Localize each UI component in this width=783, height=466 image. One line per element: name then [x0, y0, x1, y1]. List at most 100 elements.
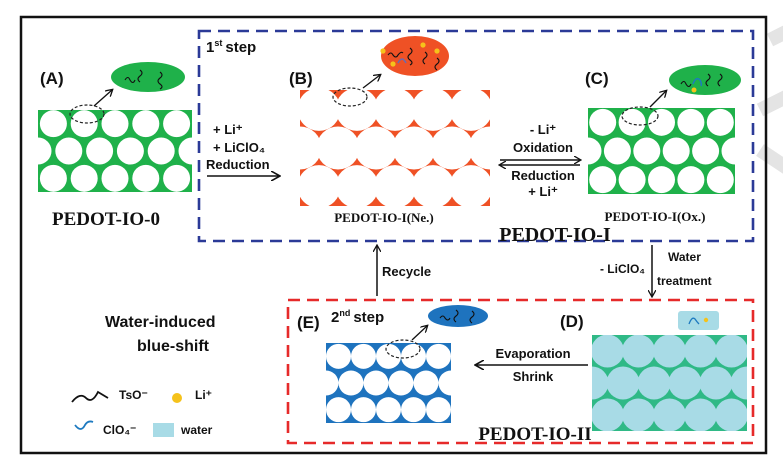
- pore: [300, 165, 341, 206]
- pore: [335, 165, 379, 206]
- pore: [300, 99, 303, 120]
- step1-box: [197, 29, 755, 243]
- li-dot-icon: [172, 393, 182, 403]
- panel-label-B: (B): [289, 69, 313, 88]
- pore: [0, 138, 21, 165]
- pore: [301, 397, 326, 422]
- pore: [411, 90, 455, 131]
- pore: [706, 108, 734, 136]
- pore: [684, 398, 717, 431]
- film-pedot-io-0: [0, 110, 192, 192]
- pore: [589, 166, 617, 194]
- arrow-a-to-b-line2: + LiClO₄: [213, 140, 265, 155]
- arrow-c-to-d-left: - LiClO₄: [600, 262, 645, 276]
- arrow-bc-top2: Oxidation: [513, 140, 573, 155]
- pore: [588, 137, 602, 165]
- pore: [438, 370, 451, 396]
- pore: [715, 335, 747, 368]
- pore: [373, 90, 417, 131]
- pore: [706, 166, 734, 194]
- pore: [699, 366, 733, 400]
- pore: [426, 397, 451, 423]
- pore: [633, 137, 661, 165]
- panel-label-A: (A): [40, 69, 64, 88]
- pore: [326, 370, 339, 396]
- zoom-arrow-E: [411, 326, 427, 341]
- panel-label-D: (D): [560, 312, 584, 331]
- pore: [301, 344, 326, 369]
- pore: [351, 397, 376, 423]
- pore: [487, 99, 490, 120]
- arrow-c-to-d-right1: Water: [668, 250, 701, 264]
- pore: [326, 397, 351, 423]
- pore: [354, 126, 398, 170]
- film-pedot-io-ii-water: [592, 335, 747, 431]
- pore: [451, 397, 476, 422]
- pore: [653, 398, 686, 431]
- bubble-A: [111, 62, 185, 92]
- bubble-B: [380, 36, 449, 76]
- pore: [692, 137, 720, 165]
- panel-label-C: (C): [585, 69, 609, 88]
- pore: [648, 166, 675, 194]
- pore: [618, 166, 646, 194]
- pore: [746, 345, 747, 357]
- pore: [589, 108, 617, 136]
- pore: [637, 366, 671, 400]
- zoom-ring-B: [332, 87, 368, 107]
- pore: [9, 165, 36, 192]
- pore: [603, 137, 631, 165]
- arrow-c-to-d-right2: treatment: [657, 274, 712, 288]
- pore: [326, 343, 351, 369]
- step2-box: [286, 298, 755, 445]
- pore: [338, 370, 364, 396]
- arrow-a-to-b-line1: + Li⁺: [213, 122, 243, 137]
- pore: [373, 165, 417, 206]
- pore: [70, 110, 98, 138]
- legend-label-clo4: ClO₄⁻: [103, 423, 136, 437]
- pore: [70, 164, 98, 192]
- pore: [335, 90, 379, 131]
- pore: [39, 110, 67, 138]
- pore: [86, 137, 114, 165]
- pore: [715, 398, 747, 431]
- pore: [487, 176, 490, 197]
- pore: [132, 110, 160, 138]
- pore: [300, 126, 322, 170]
- pore: [316, 126, 360, 170]
- pore: [376, 343, 401, 369]
- pore: [622, 335, 655, 368]
- pore: [449, 90, 490, 131]
- pore: [163, 110, 191, 138]
- arrow-bc-bottom1: Reduction: [511, 168, 575, 183]
- film-pedot-io-i-ne: [300, 90, 490, 206]
- pore: [730, 366, 747, 400]
- pore: [55, 137, 83, 165]
- pore: [560, 109, 587, 136]
- legend-label-tso: TsO⁻: [119, 388, 148, 402]
- pore: [39, 164, 67, 192]
- pore: [592, 335, 624, 368]
- pore: [468, 126, 490, 170]
- pore: [746, 409, 747, 421]
- group-name-step2: PEDOT-IO-II: [478, 424, 591, 445]
- pore: [376, 397, 401, 423]
- film-name-C: PEDOT-IO-I(Ox.): [605, 209, 706, 224]
- pore: [677, 166, 705, 194]
- panel-label-E: (E): [297, 313, 320, 332]
- pore: [300, 90, 341, 131]
- arrow-a-to-b-line3: Reduction: [206, 157, 270, 172]
- pore: [132, 164, 160, 192]
- pore: [606, 366, 640, 400]
- pore: [618, 108, 646, 136]
- pore: [668, 366, 702, 400]
- pore: [116, 137, 144, 165]
- pore: [101, 164, 129, 192]
- pore: [411, 165, 455, 206]
- pore: [451, 344, 476, 369]
- film-name-A: PEDOT-IO-0: [52, 209, 160, 230]
- film-pedot-io-ii-dry: [301, 343, 476, 423]
- pore: [101, 110, 129, 138]
